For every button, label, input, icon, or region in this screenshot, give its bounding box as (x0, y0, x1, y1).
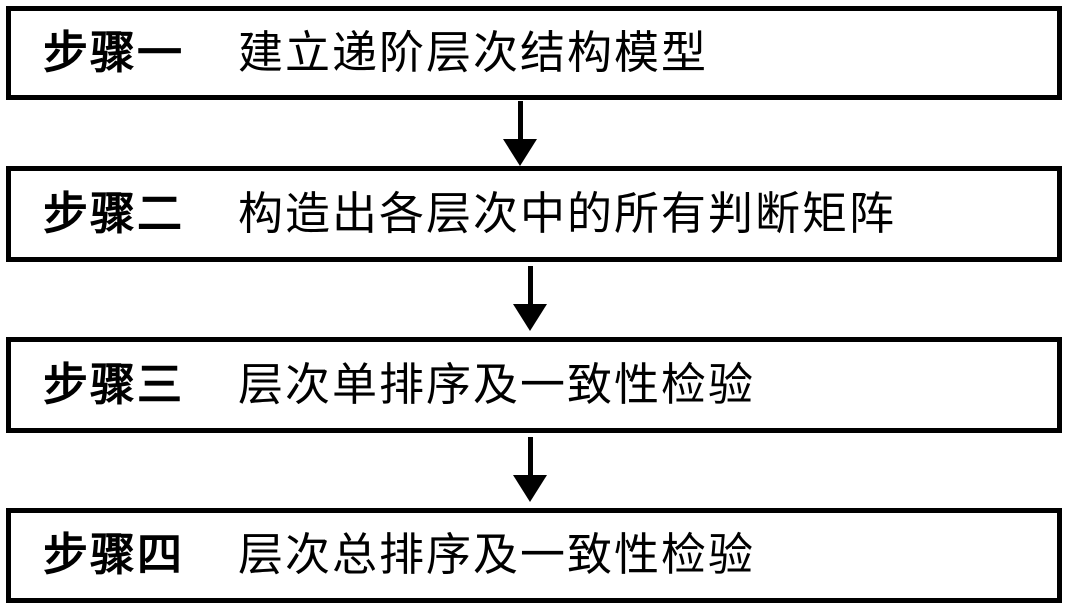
arrow-shaft (527, 266, 533, 304)
step-3-label: 步骤三 (43, 359, 185, 410)
step-4-label: 步骤四 (43, 530, 185, 580)
step-1-label: 步骤一 (43, 27, 185, 78)
arrow-head (513, 475, 547, 502)
arrow-head (513, 304, 547, 331)
arrow-shaft (517, 101, 523, 139)
step-2-label: 步骤二 (43, 188, 185, 239)
step-box-1: 步骤一 建立递阶层次结构模型 (6, 6, 1062, 100)
step-box-3: 步骤三 层次单排序及一致性检验 (6, 337, 1062, 433)
down-arrow-icon (513, 266, 547, 331)
down-arrow-icon (513, 437, 547, 502)
arrow-shaft (527, 437, 533, 475)
step-4-text: 层次总排序及一致性检验 (238, 530, 756, 580)
step-2-text: 构造出各层次中的所有判断矩阵 (238, 188, 897, 239)
step-1-text: 建立递阶层次结构模型 (238, 27, 709, 78)
step-box-2: 步骤二 构造出各层次中的所有判断矩阵 (6, 166, 1062, 262)
down-arrow-icon (503, 101, 537, 166)
arrow-head (503, 139, 537, 166)
step-3-text: 层次单排序及一致性检验 (238, 359, 756, 410)
step-box-4: 步骤四 层次总排序及一致性检验 (6, 508, 1062, 603)
